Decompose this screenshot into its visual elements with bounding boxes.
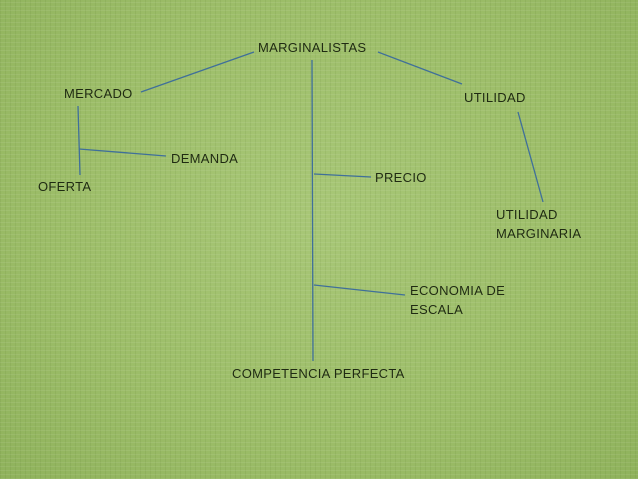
connector-mercado-oferta [77,105,81,176]
connector-mercado-demanda [78,148,167,157]
node-utilidad-marginaria-line-2: MARGINARIA [496,226,582,241]
node-economia-de-escala: ECONOMIA DE ESCALA [410,281,505,319]
node-utilidad-marginaria-line-1: UTILIDAD [496,207,558,222]
node-utilidad: UTILIDAD [464,90,526,105]
connector-trunk-precio [313,173,372,178]
node-mercado: MERCADO [64,86,133,101]
node-economia-de-escala-line-2: ESCALA [410,302,464,317]
connector-trunk-economia [313,284,406,296]
connector-marginalistas-utilidad [377,51,463,85]
connector-utilidad-marginaria [517,111,544,203]
node-economia-de-escala-line-1: ECONOMIA DE [410,283,506,298]
node-demanda: DEMANDA [171,151,239,166]
connector-marginalistas-trunk [311,59,314,362]
connector-marginalistas-mercado [140,51,255,93]
node-oferta: OFERTA [38,179,92,194]
node-utilidad-marginaria: UTILIDAD MARGINARIA [496,205,581,243]
node-competencia-perfecta: COMPETENCIA PERFECTA [232,366,405,381]
node-precio: PRECIO [375,170,427,185]
node-marginalistas: MARGINALISTAS [258,40,367,55]
